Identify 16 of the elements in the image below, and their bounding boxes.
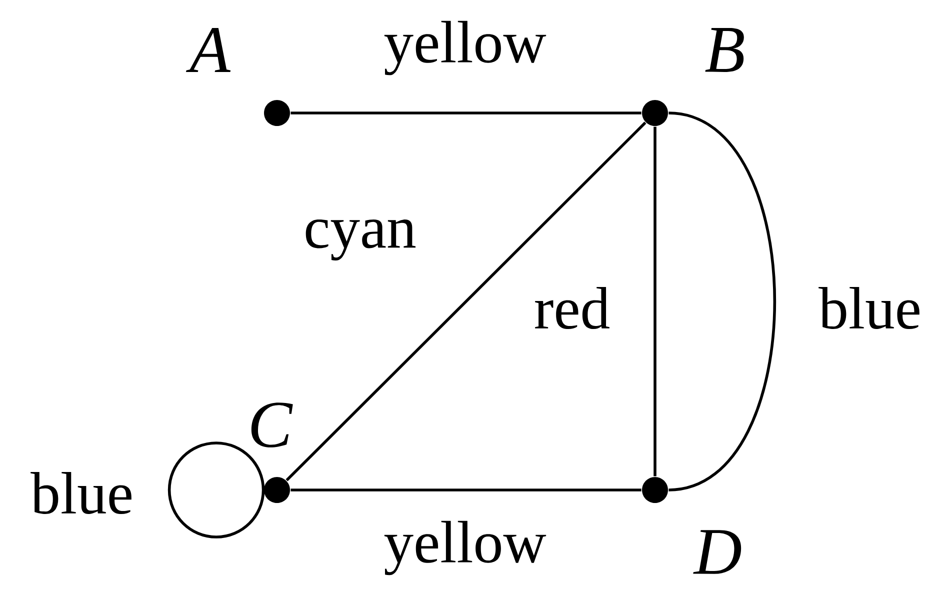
edge-line (168, 442, 265, 538)
edge-label: yellow (380, 517, 550, 579)
vertex-label: A (186, 28, 231, 72)
edge-label: red (530, 283, 614, 333)
vertex-label: B (705, 28, 744, 72)
edge-label: cyan (300, 216, 420, 264)
edge-line (286, 122, 646, 482)
edge-label: yellow (380, 17, 550, 79)
vertex-label: D (693, 530, 742, 574)
edge-line (654, 126, 656, 476)
edge-line (668, 112, 776, 492)
vertex-label: C (251, 402, 293, 448)
edge-label: blue (815, 283, 925, 333)
edge-line (290, 488, 642, 492)
edge-label: blue (27, 468, 137, 518)
edge-line (290, 112, 642, 114)
